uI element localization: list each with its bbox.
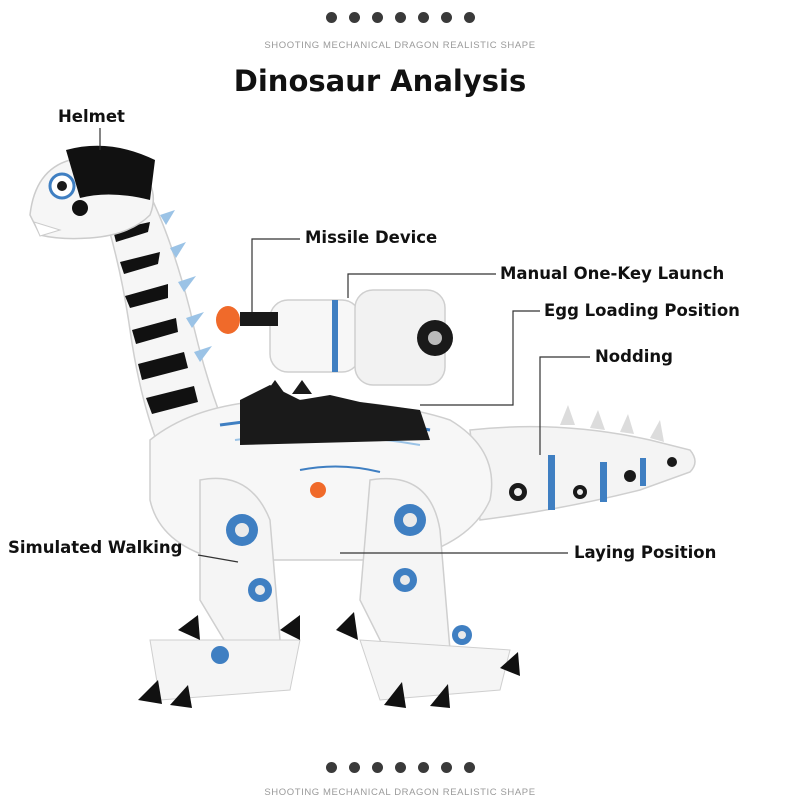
top-dot-row — [0, 12, 800, 23]
label-helmet: Helmet — [58, 107, 125, 126]
leader-manual-launch — [347, 273, 496, 298]
leader-egg-loading — [420, 310, 540, 406]
leader-missile-device — [251, 238, 300, 312]
bottom-dot-row — [0, 762, 800, 773]
head — [29, 145, 155, 240]
dot — [440, 12, 452, 23]
dot — [417, 762, 429, 773]
label-nodding: Nodding — [595, 347, 673, 366]
footer-subtitle: SHOOTING MECHANICAL DRAGON REALISTIC SHA… — [264, 787, 536, 798]
dot — [371, 762, 383, 773]
leader-nodding — [539, 356, 590, 455]
dot — [394, 12, 406, 23]
dot — [371, 12, 383, 23]
tail — [469, 405, 696, 521]
dot — [394, 762, 406, 773]
label-manual-launch: Manual One-Key Launch — [500, 264, 725, 283]
label-missile-device: Missile Device — [305, 228, 438, 247]
label-egg-loading: Egg Loading Position — [544, 301, 740, 320]
dot — [417, 12, 429, 23]
header-subtitle: SHOOTING MECHANICAL DRAGON REALISTIC SHA… — [264, 40, 536, 51]
dot — [348, 762, 360, 773]
missile-device — [216, 289, 453, 398]
dot — [440, 762, 452, 773]
neck — [98, 194, 232, 451]
dot — [325, 12, 337, 23]
rear-leg — [336, 477, 520, 708]
dot — [325, 762, 337, 773]
front-leg — [138, 477, 301, 708]
label-laying-position: Laying Position — [574, 543, 717, 562]
dot — [348, 12, 360, 23]
dot — [463, 762, 475, 773]
callout-lines — [99, 128, 590, 563]
page-title: Dinosaur Analysis — [233, 64, 527, 98]
dot — [463, 12, 475, 23]
leader-simulated-walking — [197, 554, 239, 563]
label-simulated-walking: Simulated Walking — [8, 538, 183, 557]
